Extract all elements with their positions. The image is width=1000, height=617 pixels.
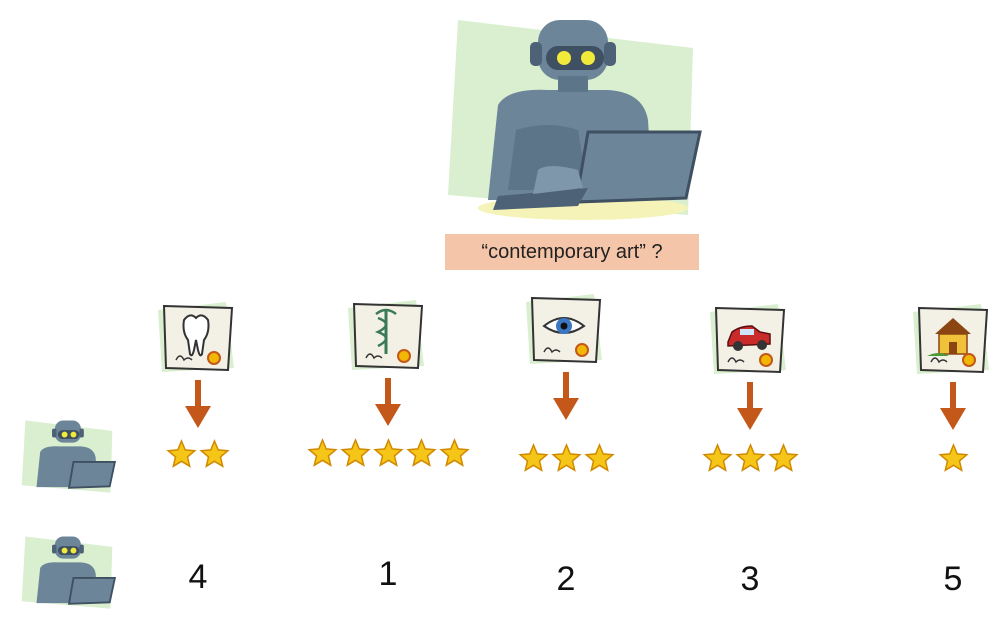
down-arrow-icon xyxy=(185,380,211,428)
star-icon xyxy=(767,443,799,472)
star-icon xyxy=(701,443,733,472)
down-arrow-icon xyxy=(737,382,763,430)
rating-stars xyxy=(306,438,470,467)
rating-stars xyxy=(937,443,969,472)
star-icon xyxy=(438,438,470,467)
tooth-icon xyxy=(182,314,210,357)
star-icon xyxy=(199,439,230,468)
rating-stars xyxy=(701,443,799,472)
rank-label: 5 xyxy=(943,560,963,598)
document-medicine xyxy=(348,300,424,370)
query-box: “contemporary art” ? xyxy=(445,234,699,270)
star-icon xyxy=(339,438,371,467)
document-house xyxy=(913,304,989,374)
rating-stars xyxy=(517,443,615,472)
star-icon xyxy=(937,443,969,472)
star-icon xyxy=(734,443,766,472)
rank-label: 4 xyxy=(188,558,208,596)
rank-label: 1 xyxy=(378,555,398,593)
star-icon xyxy=(372,438,404,467)
star-icon xyxy=(405,438,437,467)
document-tooth xyxy=(158,302,234,372)
rank-label: 2 xyxy=(556,560,576,598)
main-robot-icon xyxy=(448,20,702,220)
row1-robot-icon xyxy=(21,420,116,493)
star-icon xyxy=(517,443,549,472)
row2-robot-icon xyxy=(21,536,116,609)
eye-icon xyxy=(542,317,586,334)
down-arrow-icon xyxy=(553,372,579,420)
rating-stars xyxy=(166,439,230,468)
star-icon xyxy=(306,438,338,467)
caduceus-icon xyxy=(374,308,397,354)
star-icon xyxy=(550,443,582,472)
document-eye xyxy=(526,294,602,364)
rank-label: 3 xyxy=(740,560,760,598)
car-icon xyxy=(727,325,771,351)
star-icon xyxy=(583,443,615,472)
star-icon xyxy=(166,439,197,468)
document-car xyxy=(710,304,786,374)
down-arrow-icon xyxy=(375,378,401,426)
query-text: “contemporary art” ? xyxy=(481,240,663,263)
down-arrow-icon xyxy=(940,382,966,430)
house-icon xyxy=(927,318,971,356)
